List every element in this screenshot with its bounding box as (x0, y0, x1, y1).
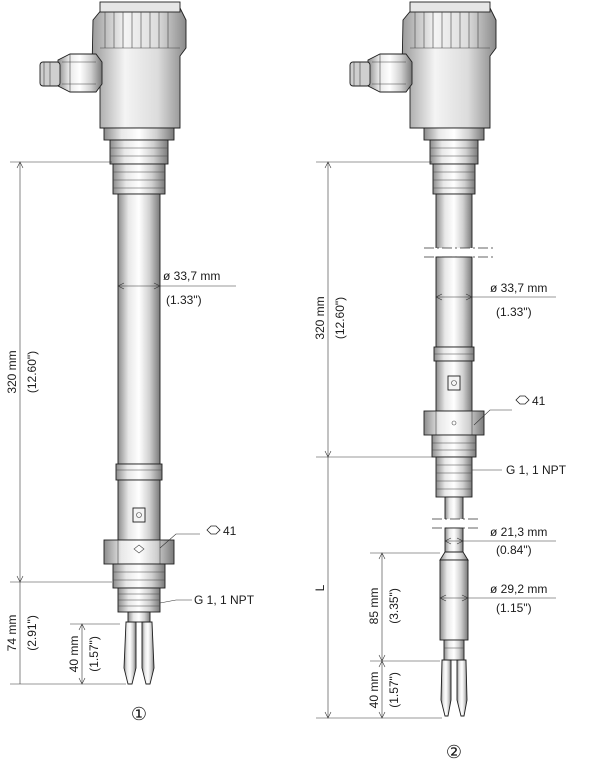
v2-tube-in: (0.84") (496, 543, 532, 557)
variant-2-dimensions (316, 161, 556, 719)
variant-1-process-fitting (103, 539, 175, 613)
v2-hex-label: 41 (532, 394, 546, 408)
variant-2-extension (432, 496, 480, 661)
v2-fork-in: (1.57") (387, 672, 401, 708)
v1-hex-label: 41 (223, 524, 237, 538)
v2-marker: ② (446, 742, 462, 762)
v2-diameter-mm: ø 33,7 mm (490, 281, 547, 295)
v2-sleeve-mm: ø 29,2 mm (490, 582, 547, 596)
v2-85-mm: 85 mm (367, 588, 381, 625)
v2-tube-mm: ø 21,3 mm (490, 525, 547, 539)
variant-2-sensor (349, 1, 497, 717)
v2-L-label: L (313, 584, 327, 591)
variant-1-housing (39, 1, 187, 165)
v2-hex-icon (515, 395, 530, 405)
v1-length-in: (12.60") (25, 351, 39, 393)
variant-2-labels: 320 mm (12.60") L 85 mm (3.35") 40 mm (1… (313, 281, 567, 762)
v1-length-mm: 320 mm (5, 350, 19, 393)
v2-sleeve-in: (1.15") (496, 601, 532, 615)
v2-length-in: (12.60") (333, 297, 347, 339)
v1-thread-label: G 1, 1 NPT (194, 593, 255, 607)
variant-1-dimensions (10, 161, 236, 685)
v2-length-mm: 320 mm (313, 296, 327, 339)
variant-2-tube (424, 163, 496, 412)
v1-fork-mm: 40 mm (67, 636, 81, 673)
v2-fork-mm: 40 mm (367, 672, 381, 709)
v1-marker: ① (131, 704, 147, 724)
variant-2-tuning-fork (440, 659, 468, 717)
variant-1-tube (112, 163, 166, 541)
v1-diameter-in: (1.33") (166, 293, 202, 307)
v1-total-mm: 74 mm (5, 615, 19, 652)
variant-2-housing (349, 1, 497, 165)
v2-diameter-in: (1.33") (496, 305, 532, 319)
v1-hex-icon (206, 525, 221, 535)
v1-diameter-mm: ø 33,7 mm (163, 269, 220, 283)
v2-85-in: (3.35") (387, 588, 401, 624)
variant-1-labels: 320 mm (12.60") 74 mm (2.91") 40 mm (1.5… (5, 269, 255, 724)
variant-1-tuning-fork (123, 611, 155, 685)
v1-total-in: (2.91") (25, 615, 39, 651)
v1-fork-in: (1.57") (87, 636, 101, 672)
v2-thread-label: G 1, 1 NPT (506, 463, 567, 477)
variant-2-process-fitting (423, 410, 485, 498)
variant-1-sensor (39, 1, 187, 685)
